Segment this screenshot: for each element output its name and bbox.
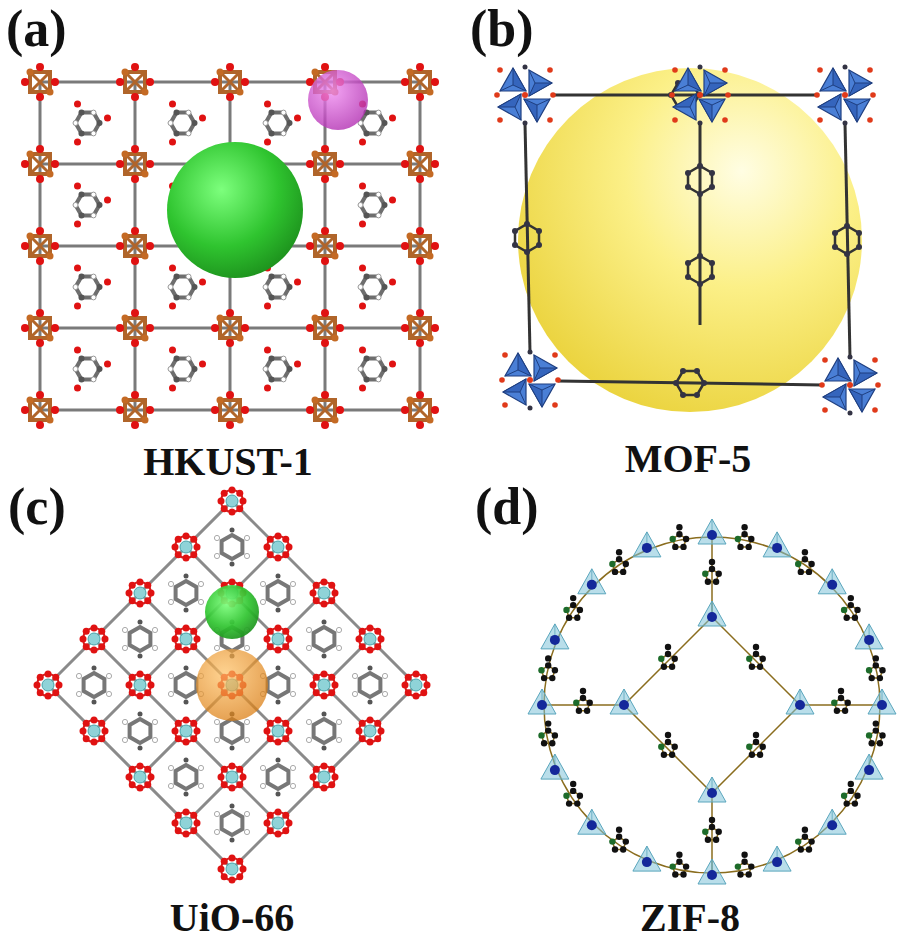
hkust-framework [21,63,439,429]
btc-linkers [73,101,396,392]
zr6-clusters [34,487,431,884]
imidazolate-linkers [538,524,885,878]
cu-paddlewheels [21,63,439,429]
linker-bonds [542,535,882,875]
large-pore-sphere [167,142,303,278]
linker-bonds [40,82,420,410]
panel-letter: (c) [8,478,66,535]
linker-bonds [525,95,850,385]
structure-name: MOF-5 [625,437,752,481]
linker-bonds [48,501,416,869]
bdc-linkers [512,80,862,398]
zif8-framework [528,519,896,884]
tetrahedral-cage-sphere [205,585,259,639]
panel-letter: (d) [475,478,539,535]
bdc-rings [76,528,387,843]
panel-letter: (a) [6,0,67,57]
structure-name: ZIF-8 [640,896,740,940]
uio66-framework [34,487,431,884]
panel-letter: (b) [470,0,534,57]
octahedral-cage-sphere [196,649,268,721]
zn4o-clusters [494,65,881,416]
small-pore-sphere [308,70,368,130]
structure-name: UiO-66 [170,896,294,940]
pore-sphere [518,68,862,412]
mof5-framework [494,65,881,416]
zn-tetrahedra [528,519,896,884]
structure-name: HKUST-1 [143,440,313,484]
